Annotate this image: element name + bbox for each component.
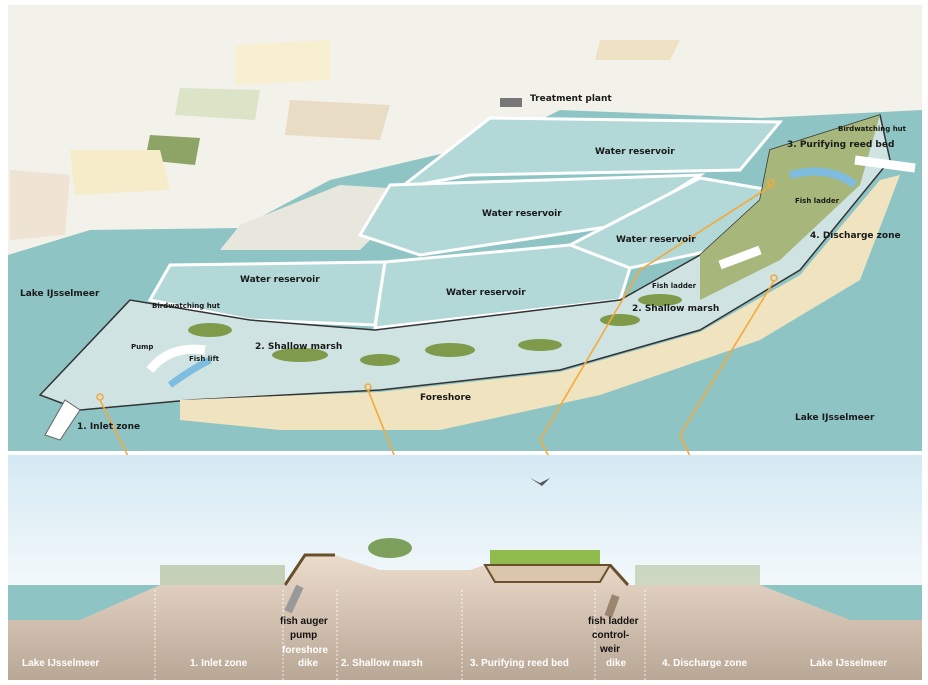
label-foreshore: Foreshore	[420, 393, 471, 403]
label-treatment-plant: Treatment plant	[530, 94, 612, 104]
label-water-reservoir: Water reservoir	[595, 147, 675, 157]
label-water-reservoir: Water reservoir	[240, 275, 320, 285]
label-pump: Pump	[131, 343, 154, 351]
section-ground	[8, 555, 922, 680]
label-fish-auger: fish auger	[280, 616, 328, 627]
zone-lake-east: Lake IJsselmeer	[810, 658, 888, 669]
label-fish-ladder: Fish ladder	[795, 197, 840, 205]
pump-arrow	[146, 344, 206, 373]
zone-weir-dike: dike	[606, 658, 627, 669]
zone-inlet: 1. Inlet zone	[190, 658, 248, 669]
fish-auger-pump-icon	[284, 584, 304, 614]
label-shallow-marsh: 2. Shallow marsh	[632, 304, 720, 314]
foreshore-beach	[180, 175, 900, 430]
label-water-reservoir: Water reservoir	[616, 235, 696, 245]
label-shallow-marsh: 2. Shallow marsh	[255, 342, 343, 352]
label-foreshore: foreshore	[282, 645, 329, 656]
zone-dividers	[154, 590, 646, 680]
zone-shallow-marsh: 2. Shallow marsh	[341, 658, 423, 669]
label-control: control-	[592, 630, 630, 641]
label-pump: pump	[290, 630, 318, 641]
label-water-reservoir: Water reservoir	[482, 209, 562, 219]
fish-ladder-arrow	[789, 167, 858, 189]
zone-foreshore-dike: dike	[298, 658, 319, 669]
label-water-reservoir: Water reservoir	[446, 288, 526, 298]
fish-ladder-icon	[604, 594, 620, 618]
outflow-arrow	[854, 155, 916, 173]
label-inlet-zone: 1. Inlet zone	[77, 422, 141, 432]
bird-icon	[530, 478, 550, 486]
zone-discharge: 4. Discharge zone	[662, 658, 748, 669]
label-fish-lift: Fish lift	[189, 355, 219, 363]
fish-lift-arrow	[167, 356, 212, 388]
label-fish-ladder: Fish ladder	[652, 282, 697, 290]
label-discharge-zone: 4. Discharge zone	[810, 231, 901, 241]
section-sky	[8, 455, 922, 590]
label-lake-ijsselmeer: Lake IJsselmeer	[795, 413, 875, 423]
treatment-plant-building	[500, 98, 522, 107]
label-weir: weir	[600, 644, 621, 655]
label-lake-ijsselmeer: Lake IJsselmeer	[20, 289, 100, 299]
label-birdwatching-hut: Birdwatching hut	[838, 125, 907, 133]
flow-arrow	[718, 245, 762, 270]
zone-reed-bed: 3. Purifying reed bed	[470, 658, 569, 669]
zone-lake-west: Lake IJsselmeer	[22, 658, 100, 669]
inlet-arrow	[44, 399, 81, 441]
reed-bed-plants	[490, 550, 600, 564]
label-fish-ladder: fish ladder	[588, 616, 639, 627]
marsh-islands	[188, 294, 682, 366]
label-birdwatching-hut: Birdwatching hut	[152, 302, 221, 310]
label-purifying-reed-bed: 3. Purifying reed bed	[787, 140, 895, 150]
